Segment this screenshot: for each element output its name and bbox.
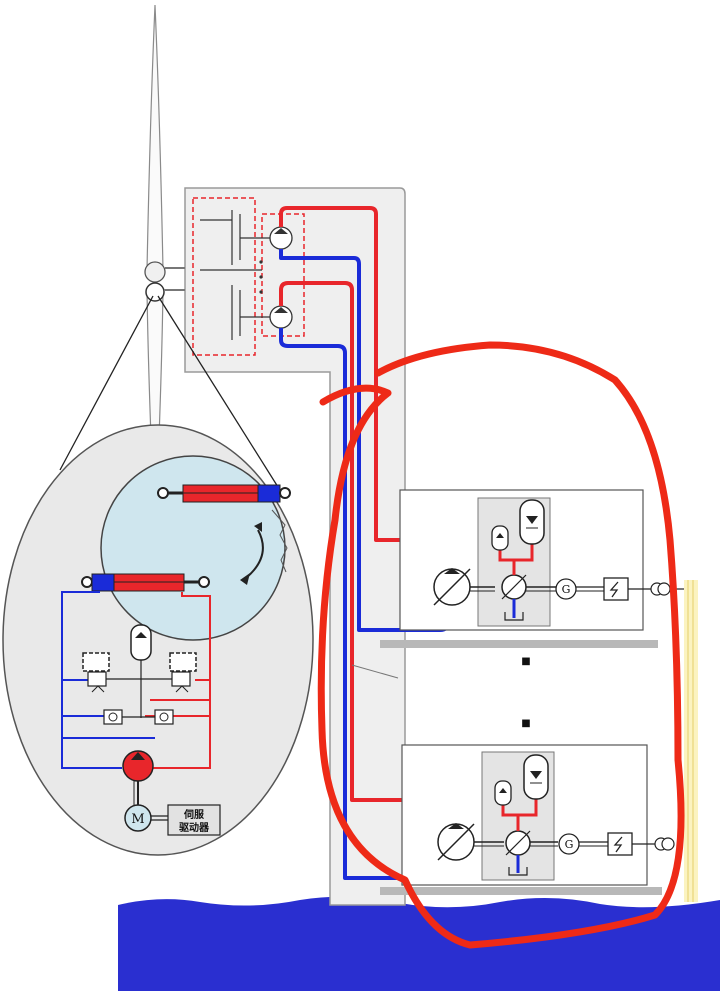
wind-turbine-rotor (59, 4, 284, 496)
power-module-1: G (380, 489, 685, 648)
servo-driver-box (167, 804, 221, 836)
pitch-control-system: M 伺服 驱动器 (2, 424, 314, 856)
motor-symbol: M (131, 812, 144, 827)
ellipsis-mark: ■ (521, 718, 530, 729)
converter-icon (607, 832, 633, 856)
accumulator-icon (130, 624, 152, 661)
hydraulic-cylinder-icon (81, 573, 210, 592)
hub-disc (100, 455, 286, 641)
servo-driver-label-line2: 驱动器 (179, 821, 210, 834)
generator-icon (555, 578, 577, 600)
ellipsis-mark: ■ (521, 656, 530, 667)
annotation-circle (317, 341, 685, 949)
power-bus (684, 580, 698, 902)
generator-symbol: G (565, 838, 574, 851)
generator-icon (558, 833, 580, 855)
rotation-arrow-icon (245, 529, 264, 579)
motor-icon (124, 804, 152, 832)
sea-water (118, 896, 720, 991)
servo-driver-label-line1: 伺服 (183, 808, 205, 821)
generator-symbol: G (562, 583, 571, 596)
power-module-2: G (380, 744, 675, 895)
wind-turbine-blade-icon (146, 4, 164, 271)
hydraulic-cylinder-icon (157, 484, 291, 503)
converter-icon (603, 577, 629, 601)
